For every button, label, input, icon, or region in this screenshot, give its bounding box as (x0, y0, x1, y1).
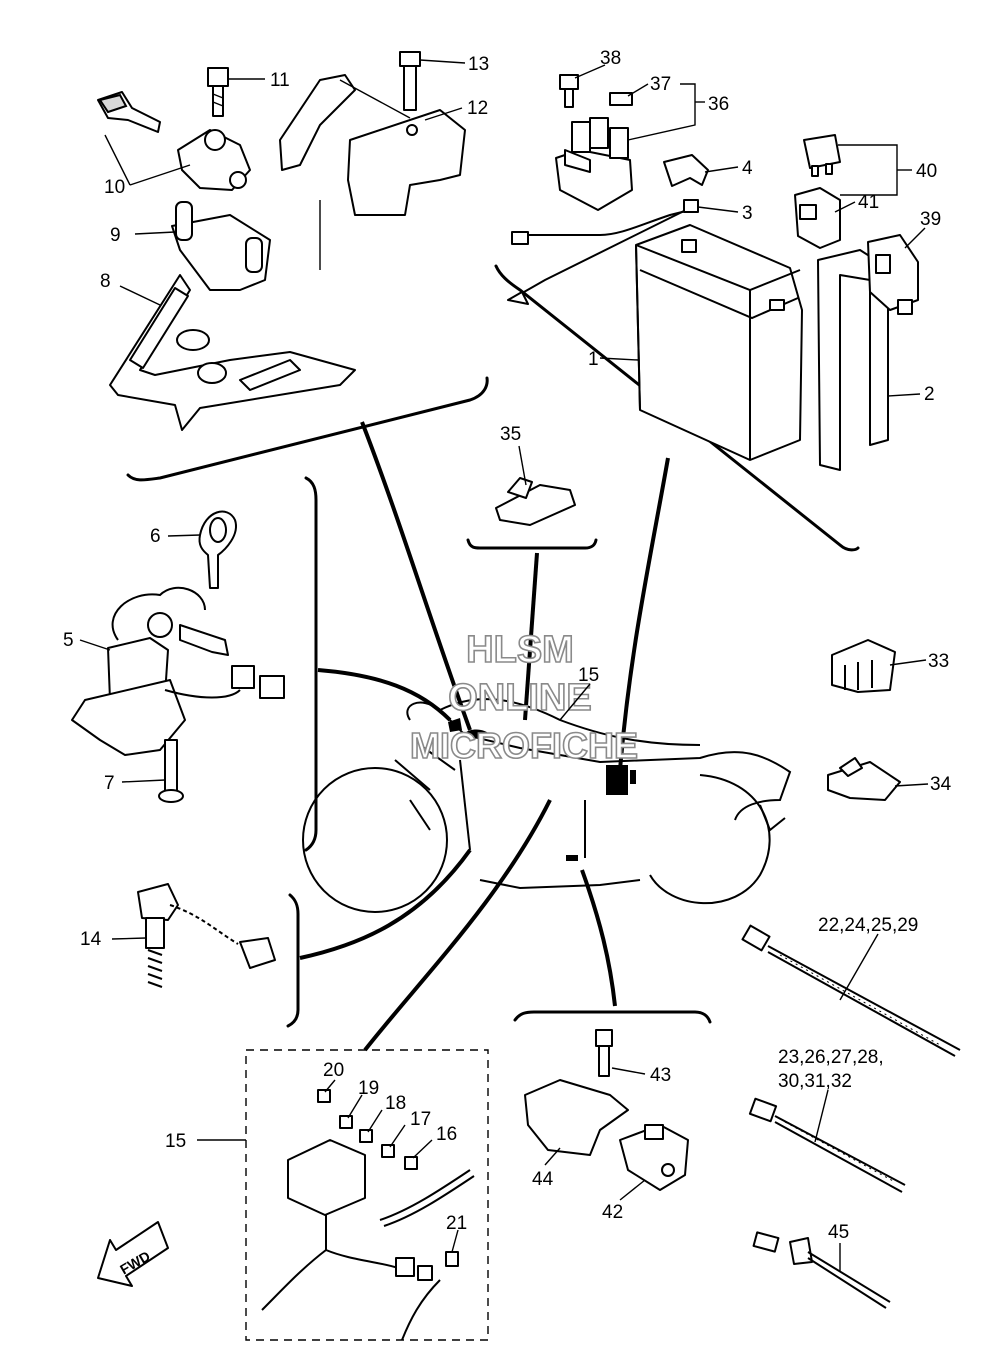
part-1-battery (635, 224, 803, 461)
callout-37: 37 (650, 74, 671, 95)
part-3-battery-lead (507, 199, 699, 305)
callout-15-bike: 15 (578, 665, 599, 686)
forward-direction-arrow: FWD (97, 1221, 169, 1287)
part-13-screw (399, 51, 421, 111)
watermark-line-3: MICROFICHE (410, 725, 638, 766)
callout-45: 45 (828, 1222, 849, 1243)
part-45-cable-tie (752, 1231, 891, 1309)
callout-23-group-line2: 30,31,32 (778, 1071, 852, 1092)
bracket-ignition (304, 476, 318, 852)
callout-38: 38 (600, 48, 621, 69)
callout-3: 3 (742, 203, 753, 224)
callout-22-group: 22,24,25,29 (818, 915, 918, 936)
watermark-line-2: ONLINE (448, 677, 592, 719)
front-detail-lines (394, 744, 456, 831)
callout-5: 5 (63, 630, 74, 651)
callout-8: 8 (100, 271, 111, 292)
callout-leader-lines (79, 59, 929, 1272)
sensor-location-mark (566, 855, 578, 861)
part-37-fuse (609, 92, 633, 106)
front-fork (459, 759, 471, 851)
callout-4: 4 (742, 158, 753, 179)
callout-33: 33 (928, 651, 949, 672)
callout-35: 35 (500, 424, 521, 445)
rear-wheel (649, 774, 771, 905)
part-39-flasher (867, 234, 919, 315)
part-4-cover (663, 154, 709, 187)
part-43-bolt (595, 1029, 613, 1077)
part-16-20-fuses (317, 1089, 418, 1170)
part-5-main-switch (71, 586, 285, 756)
callout-7: 7 (104, 773, 115, 794)
battery-location-mark (606, 765, 628, 795)
callout-39: 39 (920, 209, 941, 230)
part-38-bolt (559, 74, 579, 108)
rear-fender-detail (759, 804, 786, 832)
callout-40: 40 (916, 161, 937, 182)
watermark-line-1: HLSM (466, 629, 574, 671)
frame-outline (406, 701, 792, 821)
callout-34: 34 (930, 774, 952, 795)
callout-17: 17 (410, 1109, 431, 1130)
motorcycle-outline (302, 698, 792, 913)
callout-41: 41 (858, 192, 879, 213)
part-35-clamp (495, 477, 576, 526)
part-6-key (198, 510, 237, 589)
callout-12: 12 (467, 98, 488, 119)
part-11-bolt (207, 67, 229, 117)
callout-44: 44 (532, 1169, 554, 1190)
bracket-neutral-switch (286, 893, 300, 1028)
callout-11: 11 (270, 70, 290, 91)
front-wheel (302, 767, 448, 913)
part-7-screw (158, 739, 184, 803)
harness-location-mark (465, 729, 490, 740)
part-15-wire-harness (261, 1139, 475, 1341)
bracket-sensor (513, 1010, 712, 1024)
callout-1: 1 (588, 349, 599, 370)
part-33-clamp (831, 639, 896, 693)
callout-19: 19 (358, 1078, 379, 1099)
part-42-sensor (619, 1124, 689, 1191)
part-36-starter-relay (555, 117, 633, 211)
callout-42: 42 (602, 1202, 623, 1223)
callout-21: 21 (446, 1213, 467, 1234)
part-23-cable-tie (748, 1097, 906, 1193)
part-9-bracket (171, 200, 321, 291)
callout-36: 36 (708, 94, 729, 115)
watermark: HLSM ONLINE MICROFICHE (409, 628, 639, 767)
part-14-neutral-switch (137, 883, 276, 988)
part-34-clamp (827, 757, 901, 801)
group-lead-lines (299, 421, 670, 1052)
callout-43: 43 (650, 1065, 671, 1086)
callout-14: 14 (80, 929, 102, 950)
callout-16: 16 (436, 1124, 457, 1145)
part-40-relay (803, 134, 841, 177)
part-8-lower-cover (109, 274, 356, 431)
lower-frame (479, 879, 641, 890)
callout-18: 18 (385, 1093, 406, 1114)
bracket-35 (466, 538, 598, 550)
part-41-relay-holder (794, 187, 841, 249)
bracket-top-left (126, 376, 489, 482)
callout-20: 20 (323, 1060, 344, 1081)
relay-location-mark (630, 770, 636, 784)
callout-9: 9 (110, 225, 121, 246)
part-44-holder (524, 1079, 629, 1156)
part-10-key-lock (97, 91, 251, 191)
callout-13: 13 (468, 54, 489, 75)
part-22-cable-tie (741, 924, 961, 1057)
part-12-cover (279, 74, 466, 216)
callout-2: 2 (924, 384, 935, 405)
switch-location-mark (448, 718, 462, 732)
callout-10: 10 (104, 177, 125, 198)
callout-23-group-line1: 23,26,27,28, (778, 1047, 884, 1068)
callout-labels: 1 2 3 4 5 6 7 8 9 10 11 12 13 14 15 15 1… (63, 48, 952, 1243)
callout-6: 6 (150, 526, 161, 547)
callout-15-box: 15 (165, 1131, 186, 1152)
